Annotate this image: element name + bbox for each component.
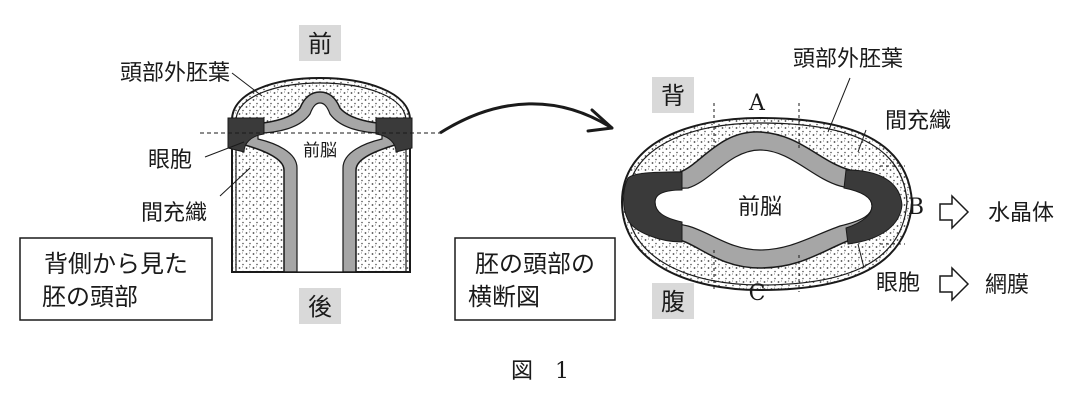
- right-mesenchyme-label: 間充織: [885, 109, 951, 134]
- dorsal-label: 背: [661, 82, 685, 110]
- right-leader-optic: [857, 243, 865, 269]
- right-leader-mesenchyme: [857, 129, 867, 153]
- right-caption-line2: 横断図: [468, 283, 540, 311]
- right-optic-vesicle-right: [843, 169, 903, 245]
- left-caption-box: [19, 237, 213, 321]
- right-leader-ectoderm: [827, 77, 851, 133]
- left-ectoderm-label: 頭部外胚葉: [120, 61, 230, 86]
- right-ectoderm-label: 頭部外胚葉: [793, 47, 903, 72]
- right-caption-line1: 胚の頭部の: [475, 250, 595, 278]
- dorsal-view-embryo-head: 前 後 頭部外胚葉 眼胞 間充織 前脳 背側から見た 胚の頭部: [19, 25, 445, 324]
- right-ectoderm-inner-line: [626, 122, 908, 286]
- back-label: 後: [308, 293, 332, 321]
- left-optic-vesicle-left: [227, 117, 265, 153]
- right-caption-box: [454, 237, 616, 321]
- left-caption-line1: 背側から見た: [44, 250, 188, 278]
- left-ectoderm-inner-line: [235, 82, 407, 272]
- region-b-label: B: [908, 195, 924, 220]
- left-optic-vesicle-right: [375, 117, 413, 153]
- ventral-label-bg: [652, 283, 694, 319]
- left-leader-ectoderm: [231, 72, 263, 97]
- retina-arrow-icon: [939, 266, 970, 302]
- lens-arrow-icon: [939, 194, 970, 230]
- section-arrow: [439, 102, 614, 135]
- front-label: 前: [308, 30, 332, 58]
- region-a-label: A: [748, 91, 766, 116]
- left-leader-mesenchyme: [219, 167, 251, 197]
- ventral-label: 腹: [661, 288, 685, 316]
- right-optic-vesicle-left: [623, 171, 683, 243]
- left-forebrain-label: 前脳: [303, 141, 337, 161]
- left-optic-vesicle-label: 眼胞: [148, 148, 192, 173]
- left-mesenchyme-label: 間充織: [141, 201, 207, 226]
- retina-label: 網膜: [985, 273, 1029, 298]
- dorsal-label-bg: [652, 77, 694, 113]
- left-leader-optic: [204, 141, 245, 158]
- left-caption-line2: 胚の頭部: [42, 283, 138, 311]
- figure-label: 図 1: [511, 359, 569, 384]
- left-forebrain-lumen: [257, 102, 383, 273]
- region-c-label: C: [749, 281, 766, 306]
- right-optic-vesicle-label: 眼胞: [876, 271, 920, 296]
- cross-section-embryo-head: 背 腹 A B C 前脳 頭部外胚葉 間充織 眼胞 水晶体 網膜 胚の頭部の 横…: [454, 47, 1054, 321]
- back-label-bg: [299, 288, 341, 324]
- right-forebrain-label: 前脳: [738, 195, 782, 220]
- front-label-bg: [299, 25, 341, 61]
- lens-label: 水晶体: [988, 201, 1054, 226]
